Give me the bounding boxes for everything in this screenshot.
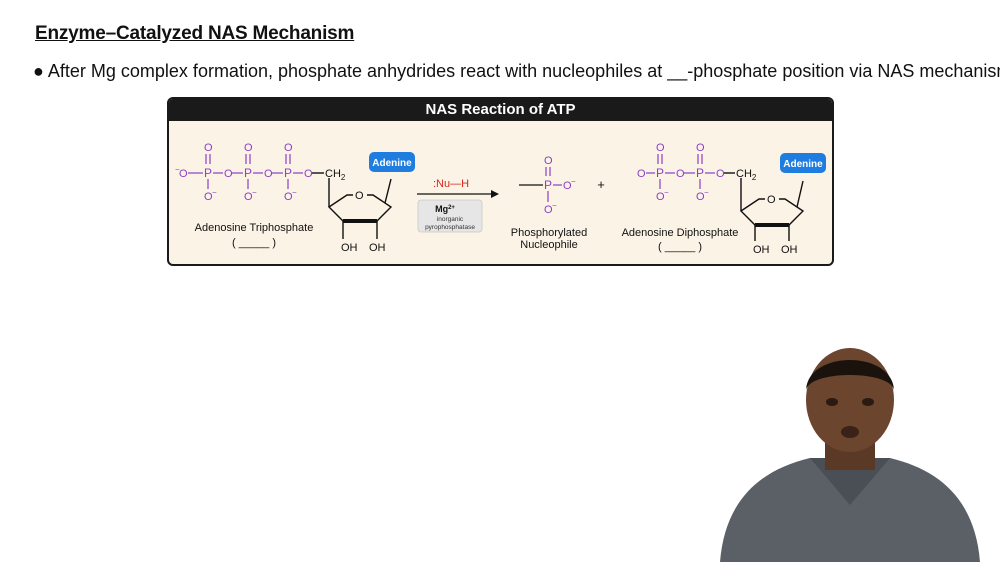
adp-o-left: O — [637, 168, 646, 180]
atp-o-top-1: O — [204, 142, 213, 154]
adp-o-bottom-1: O — [656, 191, 665, 203]
slide-title: Enzyme–Catalyzed NAS Mechanism — [35, 23, 355, 44]
atp-oh-2: OH — [369, 242, 386, 254]
pn-bonds — [519, 167, 562, 202]
atp-label: Adenosine Triphosphate — [195, 222, 314, 234]
phosphorylated-nucleophile: O P O − O − — [544, 155, 576, 216]
adp-p-beta: P — [656, 166, 664, 180]
reaction-arrow — [417, 190, 499, 198]
atp-blank: ( _____ ) — [232, 237, 276, 249]
presenter-video — [720, 348, 980, 562]
pn-minus-bottom: − — [552, 201, 557, 210]
atp-o-bottom-3: O — [284, 191, 293, 203]
bullet-text: After Mg complex formation, phosphate an… — [47, 61, 1000, 81]
adp-adenine-box: Adenine — [780, 153, 826, 173]
atp-p-beta: P — [244, 166, 252, 180]
reaction-diagram: O − P P P O O O O O O O O O − − − — [175, 142, 826, 256]
atp-oh-1: OH — [341, 242, 358, 254]
adp-o-top-2: O — [696, 142, 705, 154]
adp-o-bottom-2: O — [696, 191, 705, 203]
atp-ch2: CH2 — [325, 168, 346, 182]
atp-structure: O − P P P O O O O O O O O O − − − — [175, 142, 313, 203]
atp-o-minus-left: O — [179, 168, 188, 180]
plus-sign: + — [597, 177, 605, 192]
mg-label: Mg2+ — [435, 204, 455, 214]
atp-ribose — [312, 172, 393, 239]
adp-o-top-1: O — [656, 142, 665, 154]
atp-ribose-text: CH2 O OH OH — [325, 168, 386, 254]
catalyst-box: Mg2+ inorganic pyrophosphatase — [417, 199, 483, 233]
atp-o-bridge-3: O — [304, 168, 313, 180]
panel-header: NAS Reaction of ATP — [169, 99, 832, 121]
adp-minus-1: − — [664, 188, 669, 197]
atp-minus-3: − — [292, 188, 297, 197]
reaction-panel: NAS Reaction of ATP O − P P P O O O O O … — [167, 97, 834, 266]
adp-structure: O P O P O O O O O − − — [637, 142, 725, 203]
atp-o-top-2: O — [244, 142, 253, 154]
bullet-mark: ● — [33, 61, 44, 81]
adp-o-bridge-1: O — [676, 168, 685, 180]
atp-adenine-box: Adenine — [369, 152, 415, 172]
adp-oh-2: OH — [781, 244, 798, 256]
atp-o-bridge-1: O — [224, 168, 233, 180]
bullet-point: ● After Mg complex formation, phosphate … — [33, 61, 1000, 82]
pn-minus-right: − — [571, 177, 576, 186]
atp-minus-left: − — [175, 165, 180, 174]
presenter-figure — [720, 348, 980, 562]
atp-o-bridge-2: O — [264, 168, 273, 180]
adp-ring-o: O — [767, 194, 776, 206]
product1-line-2: Nucleophile — [520, 239, 577, 251]
atp-bonds — [188, 154, 303, 189]
pn-p: P — [544, 178, 552, 192]
atp-adenine-label: Adenine — [372, 158, 412, 169]
atp-o-top-3: O — [284, 142, 293, 154]
pn-o-right: O — [563, 180, 572, 192]
enzyme-line-1: inorganic — [437, 216, 464, 223]
atp-p-gamma: P — [204, 166, 212, 180]
atp-o-bottom-1: O — [204, 191, 213, 203]
adp-p-alpha: P — [696, 166, 704, 180]
adp-bonds — [646, 154, 715, 189]
atp-o-bottom-2: O — [244, 191, 253, 203]
adp-oh-1: OH — [753, 244, 770, 256]
atp-minus-2: − — [252, 188, 257, 197]
adp-adenine-label: Adenine — [783, 159, 823, 170]
pn-o-bottom: O — [544, 204, 553, 216]
adp-ribose — [724, 172, 805, 241]
adp-minus-2: − — [704, 188, 709, 197]
pn-o-top: O — [544, 155, 553, 167]
adp-o-bridge-2: O — [716, 168, 725, 180]
atp-minus-1: − — [212, 188, 217, 197]
nucleophile-label: :Nu—H — [433, 178, 469, 190]
atp-ring-o: O — [355, 190, 364, 202]
enzyme-line-2: pyrophosphatase — [425, 224, 475, 231]
adp-label: Adenosine Diphosphate — [622, 227, 739, 239]
product1-line-1: Phosphorylated — [511, 227, 587, 239]
adp-ribose-text: CH2 O OH OH — [736, 168, 798, 256]
atp-p-alpha: P — [284, 166, 292, 180]
adp-blank: ( _____ ) — [658, 241, 702, 253]
adp-ch2: CH2 — [736, 168, 757, 182]
